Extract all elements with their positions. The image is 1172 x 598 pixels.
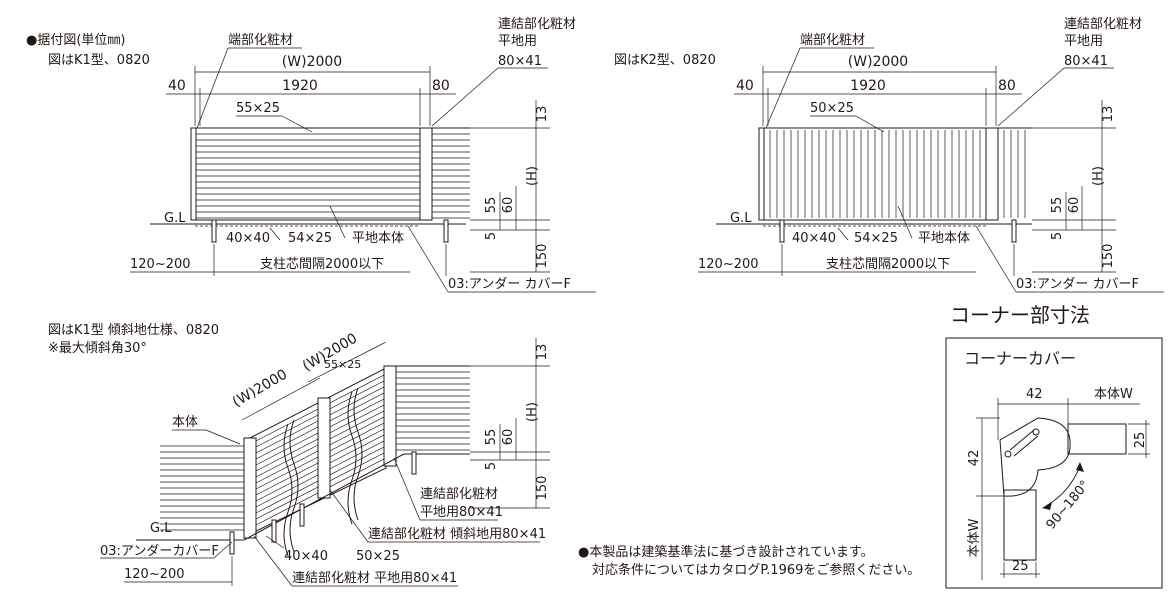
slope-dim-h: (H) — [525, 402, 540, 422]
corner-heading: コーナー部寸法 — [950, 303, 1090, 327]
slope-width-1: (W)2000 — [230, 367, 290, 411]
slope-post-size: 40×40 — [284, 549, 328, 564]
k2-dim-80: 80 — [998, 78, 1016, 94]
k1-span: 支柱芯間隔2000以下 — [260, 257, 384, 272]
k2-dim-150: 150 — [1101, 244, 1116, 269]
k2-width-label: (W)2000 — [848, 54, 908, 70]
k2-slat-size: 50×25 — [810, 101, 854, 116]
k1-dim-40: 40 — [168, 78, 186, 94]
slope-dim-60: 60 — [501, 429, 516, 446]
corner-dim-42-top: 42 — [1026, 387, 1043, 402]
k1-dim-13: 13 — [535, 106, 550, 123]
k2-span: 支柱芯間隔2000以下 — [826, 257, 950, 272]
k2-dim-13: 13 — [1101, 106, 1116, 123]
slope-caption: 図はK1型 傾斜地仕様、0820 — [48, 323, 219, 338]
slope-conn-flat-a: 連結部化粧材 — [420, 487, 498, 502]
slope-note: ※最大傾斜角30° — [48, 341, 147, 356]
k1-post-size: 40×40 — [226, 231, 270, 246]
k1-dim-55: 55 — [484, 197, 499, 214]
k1-elevation: 端部化粧材 連結部化粧材 平地用 80×41 (W)2000 1920 40 8… — [130, 17, 596, 293]
corner-dim-25-bottom: 25 — [1012, 559, 1029, 574]
k2-elevation: 端部化粧材 連結部化粧材 平地用 80×41 (W)2000 1920 40 8… — [698, 17, 1164, 293]
k1-end-post-label: 端部化粧材 — [228, 33, 293, 48]
k1-width-label: (W)2000 — [282, 54, 342, 70]
slope-range: 120~200 — [124, 567, 185, 582]
k2-dim-60: 60 — [1067, 197, 1082, 214]
k1-gl-label: G.L — [164, 211, 186, 226]
slope-dim-13: 13 — [535, 344, 550, 361]
k2-flat-body: 平地本体 — [918, 231, 970, 246]
k2-dim-h: (H) — [1091, 166, 1106, 186]
slope-conn-slope: 連結部化粧材 傾斜地用80×41 — [368, 527, 546, 542]
k1-under-cover: 03:アンダー カバーF — [448, 277, 571, 292]
corner-cover-title: コーナーカバー — [964, 349, 1076, 368]
k2-under-cover: 03:アンダー カバーF — [1016, 277, 1139, 292]
note-line-1: ●本製品は建築基準法に基づき設計されています。 — [578, 544, 874, 560]
k2-dim-5: 5 — [1050, 232, 1065, 240]
k1-connect-label-2: 平地用 — [498, 34, 537, 49]
k1-caption: 図はK1型、0820 — [48, 53, 150, 68]
k2-dim-40: 40 — [736, 78, 754, 94]
k2-inner-width: 1920 — [850, 78, 886, 94]
note-line-2: 対応条件についてはカタログP.1969をご参照ください。 — [592, 562, 920, 578]
k2-connect-size: 80×41 — [1064, 54, 1108, 69]
k2-post-size: 40×40 — [792, 231, 836, 246]
k1-dim-60: 60 — [501, 197, 516, 214]
slope-dim-55: 55 — [484, 429, 499, 446]
k1-connect-size: 80×41 — [498, 54, 542, 69]
k1-connect-label-1: 連結部化粧材 — [498, 17, 576, 32]
k2-range: 120~200 — [698, 257, 759, 272]
k1-dim-5: 5 — [484, 232, 499, 240]
k2-connect-label-2: 平地用 — [1064, 34, 1103, 49]
slope-gl-label: G.L — [150, 521, 172, 536]
k2-rail-size: 54×25 — [854, 231, 898, 246]
k1-rail-size: 54×25 — [288, 231, 332, 246]
slope-body-label: 本体 — [172, 415, 198, 430]
slope-slat-size: 55×25 — [324, 358, 361, 371]
k1-dim-150: 150 — [535, 244, 550, 269]
slope-under-cover: 03:アンダーカバーF — [100, 544, 219, 559]
k1-dim-80: 80 — [432, 78, 450, 94]
corner-dim-42-left: 42 — [967, 450, 982, 467]
diagram-title: ●据付図(単位㎜) — [26, 32, 126, 48]
k1-inner-width: 1920 — [282, 78, 318, 94]
k1-range: 120~200 — [130, 257, 191, 272]
slope-rail-size: 50×25 — [356, 549, 400, 564]
k2-gl-label: G.L — [730, 211, 752, 226]
corner-body-w-top: 本体W — [1094, 387, 1133, 402]
k1-slat-size: 55×25 — [236, 101, 280, 116]
k1-dim-h: (H) — [525, 166, 540, 186]
k2-dim-55: 55 — [1050, 197, 1065, 214]
k2-end-post-label: 端部化粧材 — [800, 33, 865, 48]
k1-flat-body: 平地本体 — [352, 231, 404, 246]
corner-detail: コーナー部寸法 コーナーカバー 42 本体W 25 42 本体W — [945, 303, 1163, 589]
corner-body-w-left: 本体W — [967, 518, 982, 557]
slope-conn-flat-b: 平地用80×41 — [420, 505, 503, 520]
slope-conn-flat-bottom: 連結部化粧材 平地用80×41 — [292, 571, 457, 586]
slope-dim-150: 150 — [535, 476, 550, 501]
slope-dim-5: 5 — [484, 462, 499, 470]
k2-connect-label-1: 連結部化粧材 — [1064, 17, 1142, 32]
slope-elevation: 図はK1型 傾斜地仕様、0820 ※最大傾斜角30° 本体 (W)2000 (W… — [48, 323, 550, 587]
k2-caption: 図はK2型、0820 — [614, 53, 716, 68]
corner-dim-25-right: 25 — [1133, 432, 1148, 449]
